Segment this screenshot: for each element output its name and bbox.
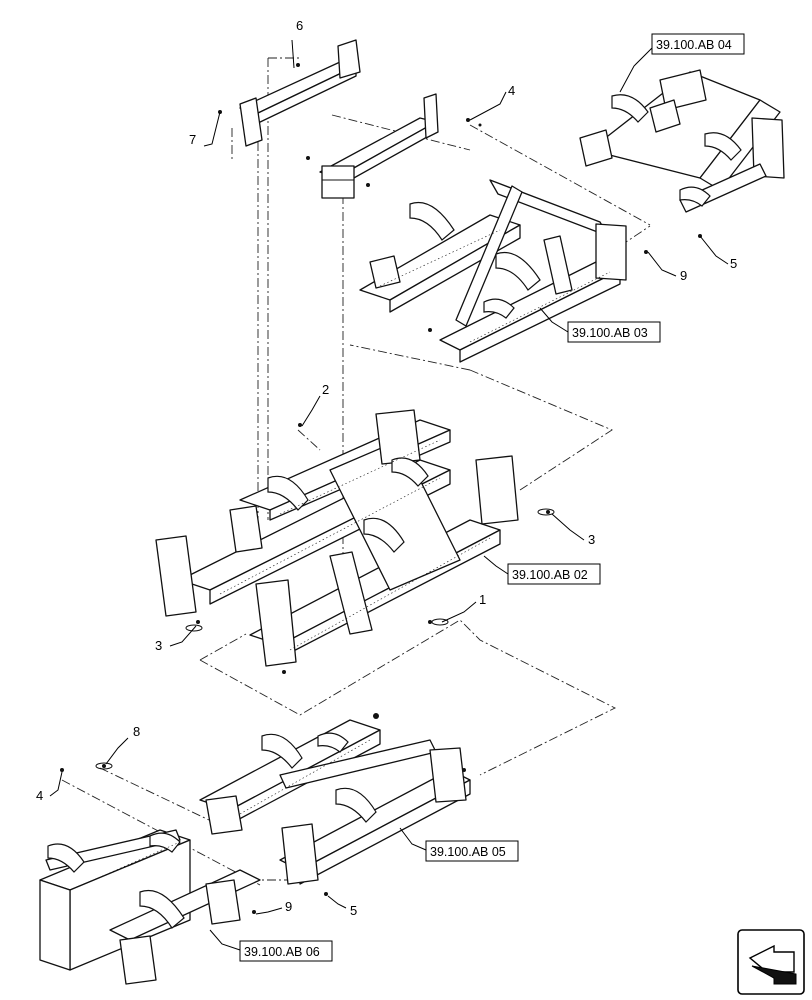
- center-main-frame: [155, 409, 555, 674]
- upper-crossbar-assembly: [218, 39, 439, 199]
- callout-3-left: 3: [155, 638, 162, 653]
- callout-5-upper: 5: [730, 256, 737, 271]
- ref-box-ab03[interactable]: [567, 321, 661, 343]
- ref-ab05[interactable]: 39.100.AB 05: [430, 845, 506, 859]
- callout-1: 1: [479, 592, 486, 607]
- ref-ab02[interactable]: 39.100.AB 02: [512, 568, 588, 582]
- ref-box-ab06[interactable]: [239, 940, 333, 962]
- reference-boxes: 39.100.AB 04 39.100.AB 03 39.100.AB 02 3…: [209, 33, 745, 962]
- ref-box-ab04[interactable]: [651, 33, 745, 55]
- callout-6: 6: [296, 18, 303, 33]
- callout-4-lower: 4: [36, 788, 43, 803]
- left-front-frame-section: [39, 713, 471, 985]
- ref-ab03[interactable]: 39.100.AB 03: [572, 326, 648, 340]
- right-rear-frame-section: [359, 69, 785, 363]
- ref-box-ab05[interactable]: [425, 840, 519, 862]
- next-page-arrow-icon[interactable]: [737, 929, 805, 995]
- callouts: 6 7 4 5 9 2 3 1 3 8 4 9 5: [36, 18, 737, 918]
- callout-5-lower: 5: [350, 903, 357, 918]
- callout-4-upper: 4: [508, 83, 515, 98]
- callout-8: 8: [133, 724, 140, 739]
- ref-box-ab02[interactable]: [507, 563, 601, 585]
- callout-3-right: 3: [588, 532, 595, 547]
- ref-ab06[interactable]: 39.100.AB 06: [244, 945, 320, 959]
- callout-2: 2: [322, 382, 329, 397]
- ref-ab04[interactable]: 39.100.AB 04: [656, 38, 732, 52]
- callout-9-lower: 9: [285, 899, 292, 914]
- callout-7: 7: [189, 132, 196, 147]
- callout-9-upper: 9: [680, 268, 687, 283]
